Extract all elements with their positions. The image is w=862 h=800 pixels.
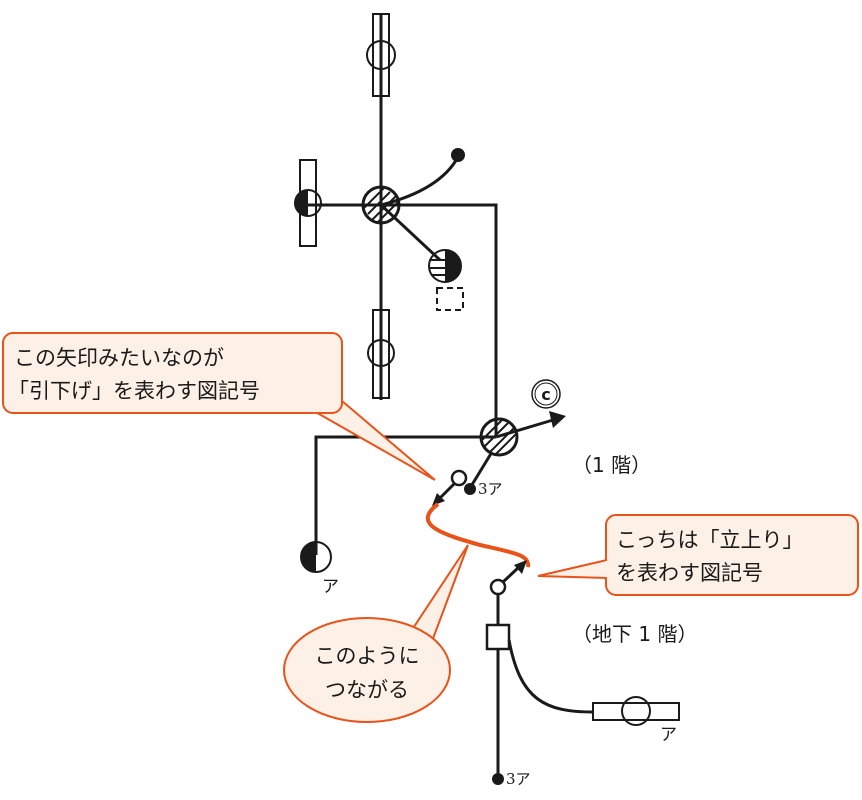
left-bottom-outlet (300, 541, 332, 573)
lower-junction-area: ア c 3ア (300, 379, 566, 597)
callout-connect: このように つながる (283, 544, 469, 723)
c-symbol: c (531, 379, 561, 409)
junction-box-lower (479, 417, 519, 457)
middle-light-fixture (367, 309, 395, 399)
a-mark-left: ア (322, 577, 339, 597)
outlet-symbol (428, 249, 464, 311)
callout-rise-up-line2: を表わす図記号 (616, 561, 763, 585)
callout-pull-down-line1: この矢印みたいなのが (14, 346, 224, 370)
left-branch-wire (314, 435, 496, 555)
three-a-dot-upper (464, 483, 476, 495)
three-a-label-lower: 3ア (506, 770, 531, 788)
basement-switch-box (485, 623, 511, 651)
a-mark-right: ア (660, 725, 677, 745)
callout-rise-up: こっちは「立上り」 を表わす図記号 (537, 514, 859, 596)
top-light-fixture (366, 13, 396, 97)
basement-wiring: 3ア ア (485, 560, 680, 788)
connection-curve (425, 502, 531, 568)
floor-label-1f: （1 階） (572, 453, 651, 477)
callout-pull-down-line2: 「引下げ」を表わす図記号 (8, 379, 260, 403)
three-a-dot-lower (492, 773, 504, 785)
basement-curve-wire (507, 639, 594, 714)
switch-wire (380, 156, 460, 207)
c-label: c (541, 385, 550, 404)
right-loop-wire (381, 203, 498, 437)
callout-connect-line1: このように (315, 644, 420, 668)
callout-connect-line2: つながる (325, 678, 409, 702)
floor-label-b1: （地下 1 階） (572, 622, 697, 646)
basement-light-fixture (592, 696, 680, 726)
left-light-fixture (294, 159, 322, 247)
c-arrow-head (549, 411, 566, 428)
first-floor-wiring (294, 13, 498, 437)
pull-down-symbol (432, 469, 468, 506)
rise-up-symbol (489, 560, 527, 596)
three-a-label-upper: 3ア (478, 480, 503, 498)
callout-pull-down: この矢印みたいなのが 「引下げ」を表わす図記号 (2, 332, 436, 481)
junction-box-upper (361, 185, 401, 225)
switch-dot (451, 148, 465, 162)
callout-rise-up-line1: こっちは「立上り」 (616, 528, 804, 552)
